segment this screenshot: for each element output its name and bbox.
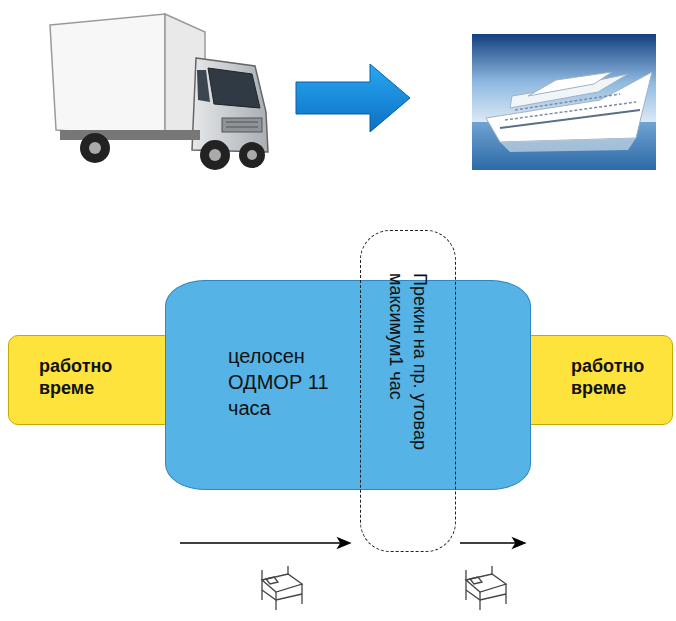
time-arrow [180, 538, 525, 548]
node-label: работно време [571, 356, 665, 399]
bed-icon [262, 566, 506, 610]
node-label: работно време [39, 356, 139, 399]
node-label: Прекин на пр. утовар максимум1 час [384, 273, 433, 509]
ship-picture [472, 34, 656, 170]
rest-period-box: целосен ОДМОР 11 часа [165, 280, 531, 490]
break-period-box: Прекин на пр. утовар максимум1 час [360, 230, 456, 552]
work-time-box: работно време [525, 335, 673, 425]
node-label: целосен ОДМОР 11 часа [228, 343, 348, 421]
flow-arrow [296, 64, 410, 132]
truck-picture [50, 14, 268, 170]
work-time-box: работно време [8, 335, 166, 425]
